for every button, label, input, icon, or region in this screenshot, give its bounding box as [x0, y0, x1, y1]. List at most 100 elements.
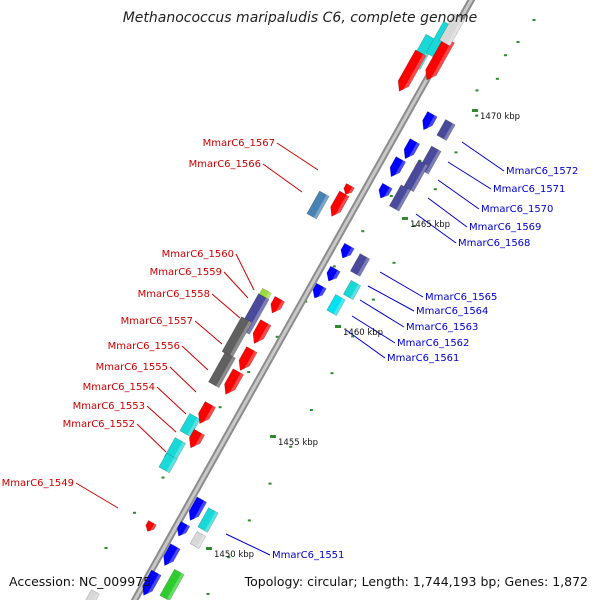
leader-line — [359, 299, 405, 328]
leader-line — [146, 405, 177, 433]
scale-label: 1465 kbp — [410, 220, 450, 230]
left-track-tick — [532, 19, 536, 21]
gene-feature — [159, 568, 185, 600]
right-track-tick — [268, 482, 272, 485]
right-track-tick — [454, 151, 458, 154]
reverse-gene-label[interactable]: MmarC6_1567 — [203, 138, 275, 149]
gene-feature — [397, 49, 427, 95]
reverse-gene-label[interactable]: MmarC6_1566 — [189, 159, 261, 170]
scale-label: 1450 kbp — [214, 550, 254, 560]
reverse-gene-label[interactable]: MmarC6_1556 — [108, 341, 180, 352]
leader-line — [367, 285, 415, 312]
gene-feature — [198, 401, 217, 427]
scale-tick — [335, 325, 341, 328]
leader-line — [235, 253, 255, 291]
topology-text: Topology: circular; Length: 1,744,193 bp… — [244, 574, 588, 589]
right-track-tick — [475, 114, 479, 117]
reverse-gene-label[interactable]: MmarC6_1560 — [162, 249, 234, 260]
gene-feature — [378, 182, 393, 201]
leader-line — [351, 315, 396, 344]
reverse-gene-label[interactable]: MmarC6_1558 — [138, 289, 210, 300]
gene-labels: MmarC6_1567MmarC6_1566MmarC6_1560MmarC6_… — [2, 138, 579, 561]
leader-line — [181, 345, 209, 371]
reverse-gene-label[interactable]: MmarC6_1559 — [150, 267, 222, 278]
gene-feature — [340, 242, 355, 261]
reverse-gene-label[interactable]: MmarC6_1549 — [2, 478, 74, 489]
gene-feature — [158, 452, 178, 474]
leader-line — [461, 141, 505, 172]
forward-gene-label[interactable]: MmarC6_1564 — [416, 306, 488, 317]
gene-feature — [326, 265, 341, 284]
right-track-tick — [247, 519, 251, 522]
right-track-tick — [371, 298, 375, 301]
leader-line — [276, 142, 319, 171]
leader-line — [194, 320, 223, 345]
label-leader-lines — [75, 141, 505, 556]
gene-feature — [84, 589, 100, 600]
gene-feature — [163, 543, 181, 569]
right-track-tick — [351, 335, 355, 338]
gene-feature — [326, 294, 346, 316]
left-track-tick — [104, 547, 108, 549]
forward-gene-label[interactable]: MmarC6_1572 — [506, 166, 578, 177]
right-track-tick — [516, 41, 520, 43]
gene-feature — [238, 346, 258, 374]
forward-gene-label[interactable]: MmarC6_1563 — [406, 322, 478, 333]
left-track-tick — [161, 476, 165, 479]
accession-text: Accession: NC_009975 — [9, 574, 152, 589]
gene-feature — [189, 531, 207, 549]
reverse-gene-label[interactable]: MmarC6_1557 — [121, 316, 193, 327]
forward-gene-label[interactable]: MmarC6_1570 — [481, 204, 553, 215]
reverse-gene-label[interactable]: MmarC6_1555 — [96, 362, 168, 373]
right-track-tick — [392, 261, 396, 264]
gene-feature — [145, 520, 157, 534]
gene-feature — [188, 496, 208, 524]
gene-feature — [224, 368, 245, 398]
right-track-tick — [330, 372, 334, 375]
gene-feature — [388, 184, 412, 212]
forward-gene-label[interactable]: MmarC6_1568 — [458, 238, 530, 249]
leader-line — [345, 329, 386, 359]
gene-feature — [208, 351, 236, 389]
right-track-tick — [309, 409, 313, 411]
scale-label: 1460 kbp — [343, 328, 383, 338]
scale-label: 1470 kbp — [480, 112, 520, 122]
scale-tick — [270, 435, 276, 438]
reverse-gene-label[interactable]: MmarC6_1552 — [63, 419, 135, 430]
gene-feature — [422, 111, 438, 133]
forward-gene-label[interactable]: MmarC6_1569 — [469, 222, 541, 233]
left-track-tick — [389, 195, 393, 197]
gene-feature — [252, 319, 272, 347]
gene-feature — [330, 190, 350, 220]
leader-line — [75, 482, 119, 509]
forward-gene-label[interactable]: MmarC6_1571 — [493, 184, 565, 195]
forward-gene-label[interactable]: MmarC6_1565 — [425, 292, 497, 303]
right-track-tick — [206, 593, 210, 595]
leader-line — [427, 197, 468, 228]
forward-gene-label[interactable]: MmarC6_1561 — [387, 353, 459, 364]
right-track-tick — [413, 225, 417, 227]
gene-feature — [403, 159, 429, 193]
right-track-tick — [495, 77, 499, 80]
scale-labels: 1470 kbp 1465 kbp 1460 kbp 1455 kbp 1450 kbp — [206, 109, 520, 560]
forward-gene-label[interactable]: MmarC6_1562 — [397, 338, 469, 349]
map-title: Methanococcus maripaludis C6, complete g… — [122, 10, 478, 26]
gene-feature — [389, 156, 407, 180]
reverse-gene-label[interactable]: MmarC6_1553 — [73, 401, 145, 412]
gene-feature — [312, 282, 327, 301]
gene-feature — [197, 507, 219, 533]
leader-line — [379, 271, 424, 298]
leader-line — [437, 179, 480, 210]
left-track-tick — [503, 54, 507, 57]
gene-feature — [403, 138, 421, 162]
left-track-tick — [275, 335, 279, 338]
genome-backbone — [130, 0, 476, 600]
forward-gene-label[interactable]: MmarC6_1551 — [272, 550, 344, 561]
leader-line — [156, 386, 187, 415]
gene-feature — [343, 183, 355, 197]
reverse-gene-label[interactable]: MmarC6_1554 — [83, 382, 155, 393]
left-track-tick — [247, 371, 251, 373]
scale-label: 1455 kbp — [278, 438, 318, 448]
